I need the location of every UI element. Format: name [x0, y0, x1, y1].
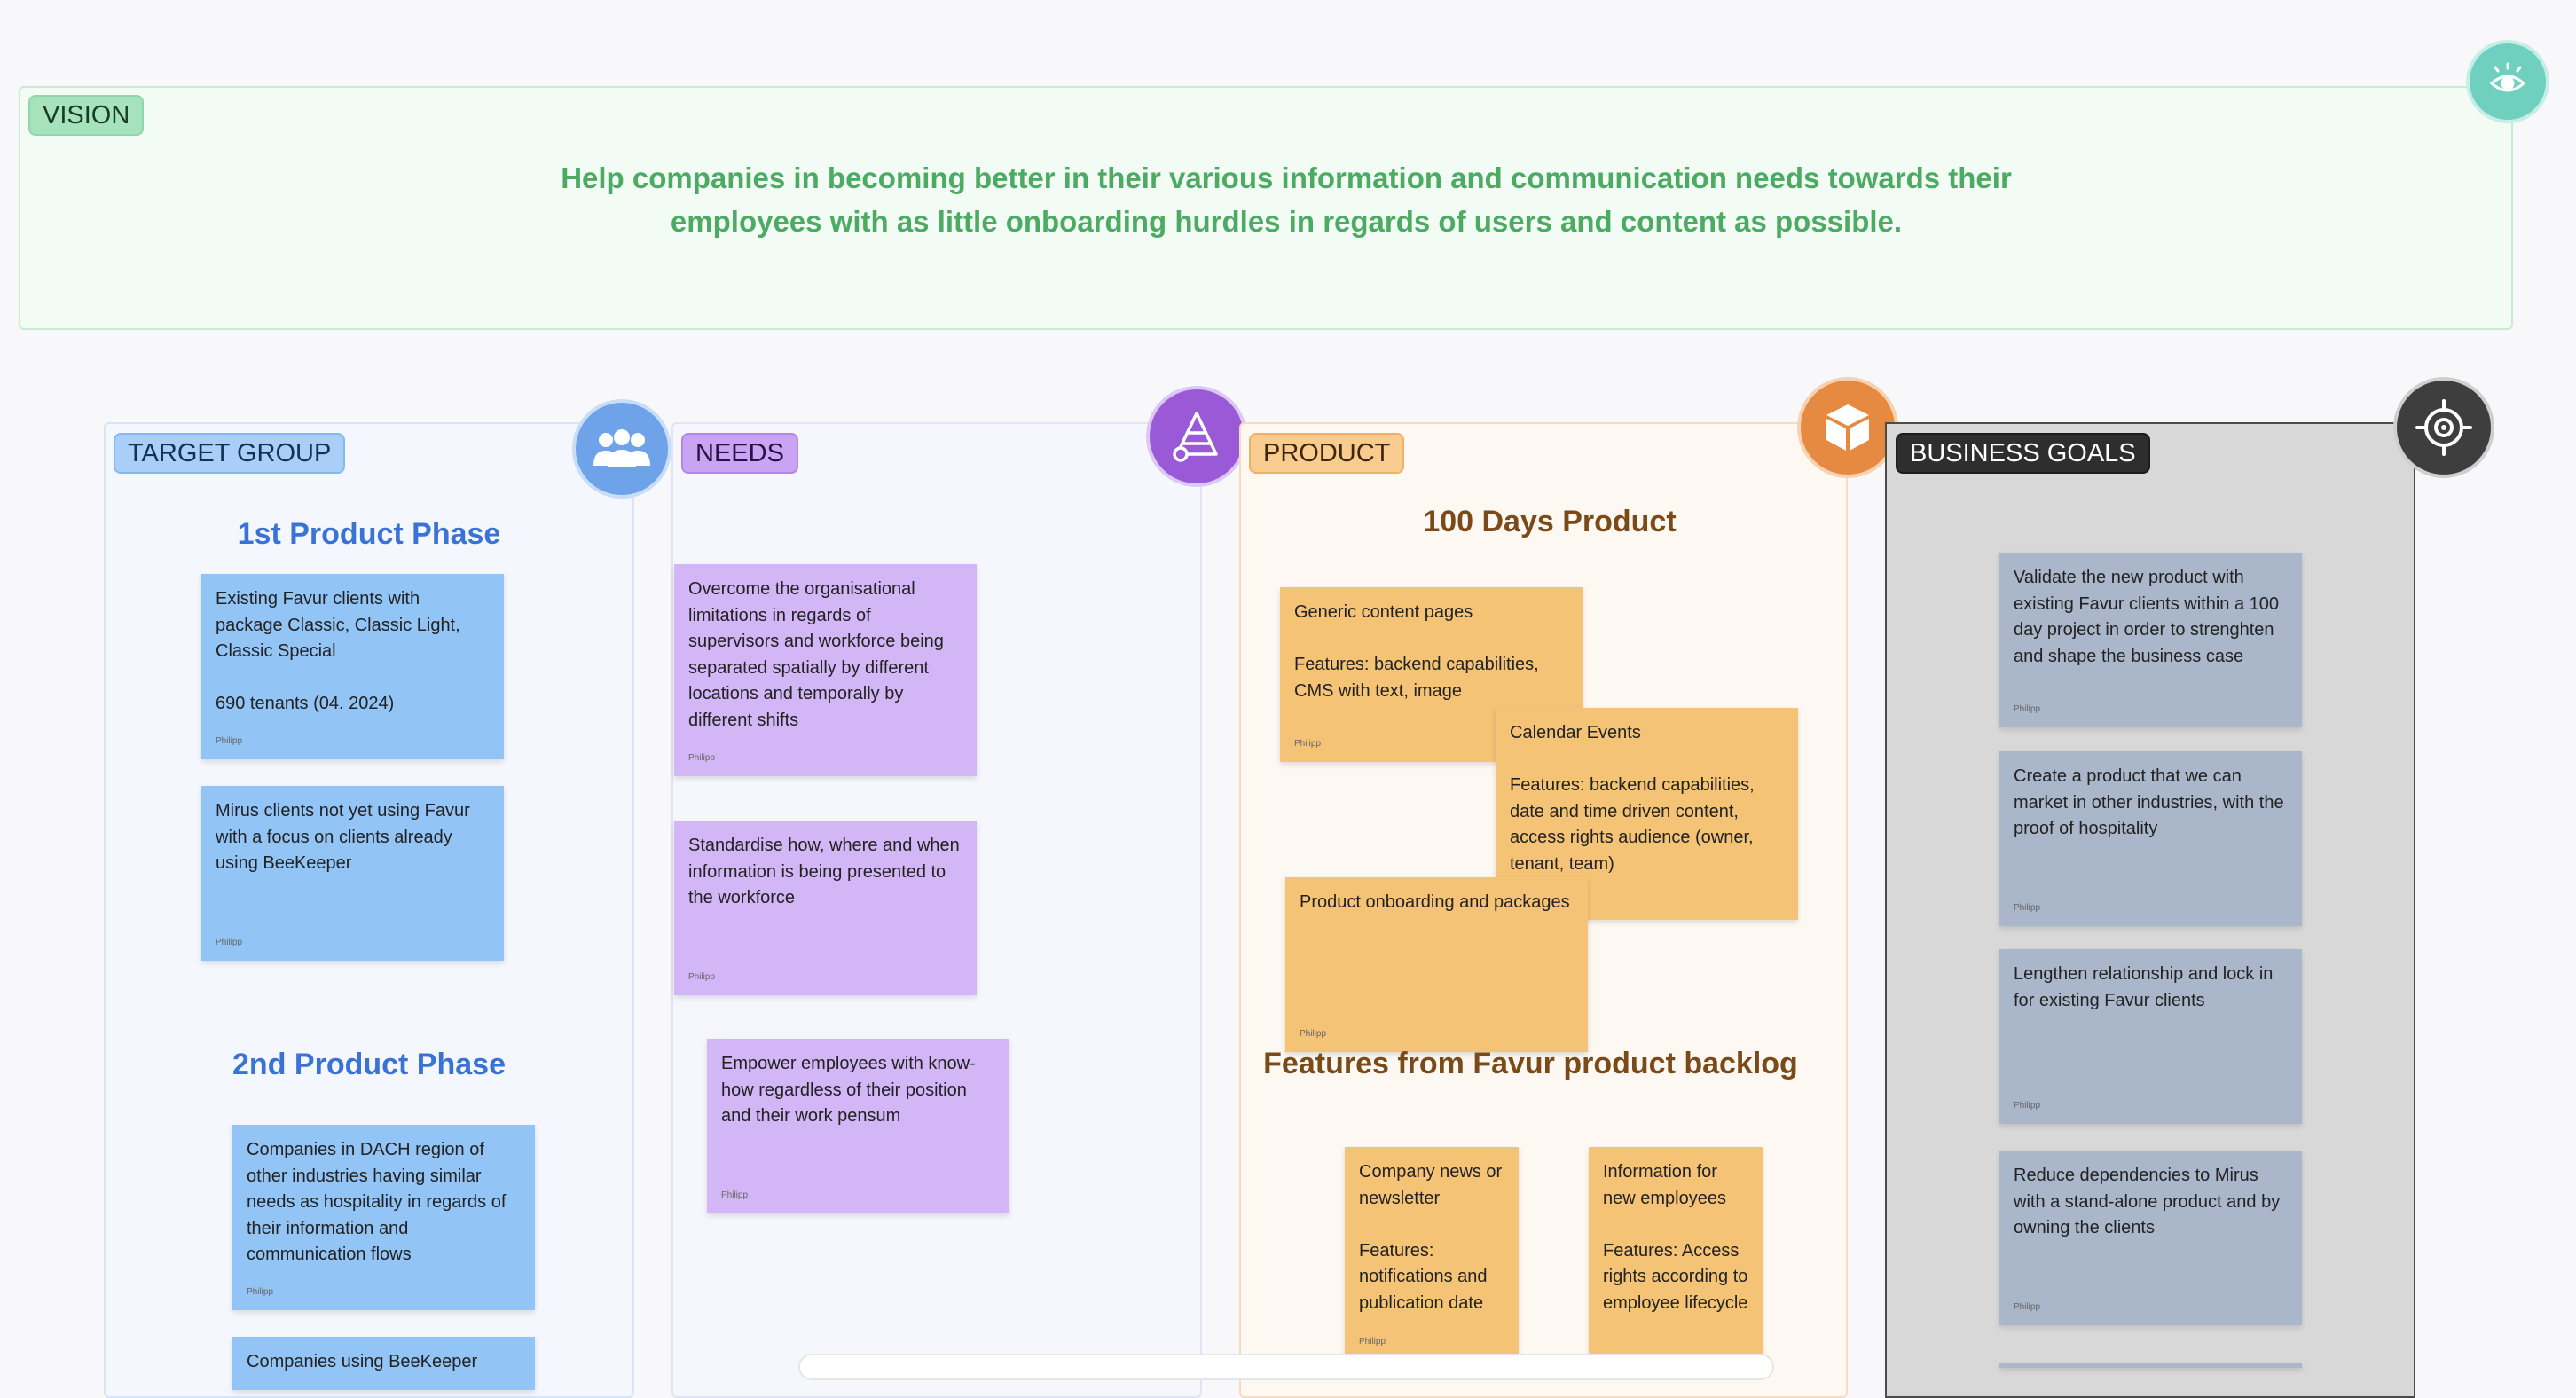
phase2-title: 2nd Product Phase — [232, 1048, 506, 1081]
box-icon — [1797, 377, 1898, 478]
product-note-5[interactable]: Information for new employees Features: … — [1589, 1147, 1763, 1360]
needs-note-3[interactable]: Empower employees with know-how regardle… — [707, 1039, 1009, 1213]
note-text: Validate the new product with existing F… — [2014, 568, 2280, 666]
phase1-title: 1st Product Phase — [237, 517, 501, 551]
note-text: Reduce dependencies to Mirus with a stan… — [2014, 1166, 2281, 1237]
needs-tag: NEEDS — [681, 433, 798, 474]
note-text: Calendar Events Features: backend capabi… — [1510, 723, 1755, 874]
note-author: Philipp — [2014, 1302, 2041, 1312]
business-goal-note-1[interactable]: Validate the new product with existing F… — [1999, 553, 2302, 727]
business-goal-note-3[interactable]: Lengthen relationship and lock in for ex… — [1999, 949, 2302, 1124]
note-author: Philipp — [1294, 739, 1322, 749]
product-title-backlog: Features from Favur product backlog — [1263, 1047, 1798, 1080]
business-goal-note-5[interactable] — [1999, 1363, 2302, 1368]
product-note-3[interactable]: Product onboarding and packages Philipp — [1285, 877, 1588, 1052]
product-tag: PRODUCT — [1249, 433, 1405, 474]
note-author: Philipp — [721, 1190, 749, 1200]
target-group-note-1[interactable]: Existing Favur clients with package Clas… — [201, 574, 504, 759]
vision-statement: Help companies in becoming better in the… — [497, 156, 2076, 243]
vision-frame — [19, 86, 2513, 330]
note-author: Philipp — [688, 972, 716, 982]
target-group-note-4[interactable]: Companies using BeeKeeper — [232, 1337, 535, 1390]
note-text: Overcome the organisational limitations … — [688, 579, 944, 730]
note-author: Philipp — [216, 736, 243, 746]
bottom-toolbar[interactable] — [798, 1354, 1774, 1380]
eye-icon — [2466, 40, 2549, 123]
business-goals-tag: BUSINESS GOALS — [1896, 433, 2150, 474]
note-text: Information for new employees Features: … — [1603, 1162, 1748, 1313]
target-group-tag: TARGET GROUP — [114, 433, 346, 474]
note-text: Empower employees with know-how regardle… — [721, 1054, 976, 1126]
note-text: Companies in DACH region of other indust… — [247, 1140, 507, 1264]
note-author: Philipp — [2014, 903, 2041, 913]
people-group-icon — [572, 399, 671, 499]
target-icon — [2393, 377, 2494, 478]
vision-line-1: Help companies in becoming better in the… — [561, 161, 2012, 194]
note-text: Existing Favur clients with package Clas… — [216, 589, 460, 713]
needs-note-1[interactable]: Overcome the organisational limitations … — [674, 564, 977, 776]
note-author: Philipp — [216, 938, 243, 947]
note-text: Standardise how, where and when informat… — [688, 836, 960, 907]
note-author: Philipp — [247, 1287, 274, 1297]
note-author: Philipp — [1300, 1029, 1327, 1039]
note-text: Companies using BeeKeeper — [247, 1352, 478, 1371]
vision-line-2: employees with as little onboarding hurd… — [670, 205, 1903, 238]
note-text: Lengthen relationship and lock in for ex… — [2014, 964, 2274, 1010]
note-text: Generic content pages Features: backend … — [1294, 602, 1539, 701]
note-text: Company news or newsletter Features: not… — [1359, 1162, 1503, 1313]
note-author: Philipp — [2014, 1101, 2041, 1111]
note-text: Mirus clients not yet using Favur with a… — [216, 801, 470, 873]
note-author: Philipp — [688, 753, 716, 763]
business-goal-note-4[interactable]: Reduce dependencies to Mirus with a stan… — [1999, 1151, 2302, 1325]
product-title-100-days: 100 Days Product — [1423, 505, 1677, 538]
product-note-4[interactable]: Company news or newsletter Features: not… — [1345, 1147, 1519, 1360]
note-text: Create a product that we can market in o… — [2014, 766, 2284, 838]
business-goal-note-2[interactable]: Create a product that we can market in o… — [1999, 751, 2302, 926]
note-author: Philipp — [2014, 704, 2041, 714]
target-group-note-2[interactable]: Mirus clients not yet using Favur with a… — [201, 786, 504, 961]
needs-note-2[interactable]: Standardise how, where and when informat… — [674, 821, 977, 995]
note-text: Product onboarding and packages — [1300, 892, 1570, 912]
target-group-note-3[interactable]: Companies in DACH region of other indust… — [232, 1125, 535, 1310]
note-author: Philipp — [1359, 1337, 1386, 1347]
pyramid-icon — [1146, 386, 1247, 487]
vision-tag: VISION — [28, 95, 145, 136]
